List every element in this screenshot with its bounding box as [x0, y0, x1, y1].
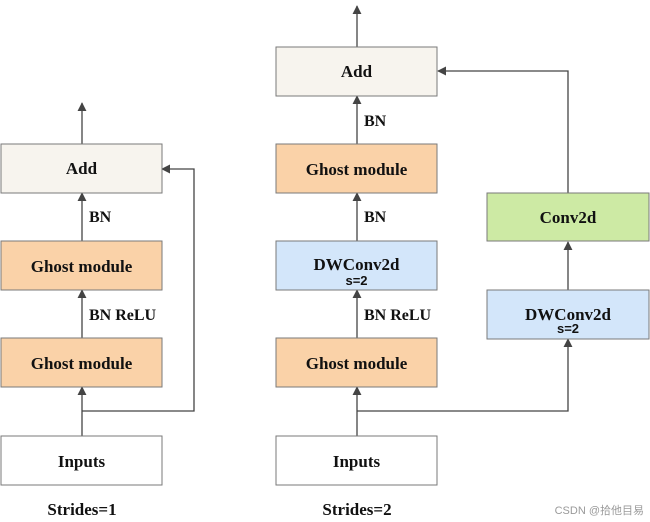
right-add-box: [275, 46, 438, 97]
watermark: CSDN @拾他目易: [555, 503, 644, 517]
left-ghost-module-top: [0, 240, 163, 291]
left-ghost-top-label: Ghost module: [31, 257, 133, 276]
right-branch: Add Ghost module DWConv2d s=2 Ghost modu…: [275, 5, 650, 519]
right-shortcut-dwconv-stride: s=2: [557, 321, 579, 336]
right-shortcut-dwconv-box: [486, 289, 650, 340]
right-dwconv-label: DWConv2d: [314, 255, 401, 274]
right-inputs-box: [275, 435, 438, 486]
left-skip-connection: [82, 164, 195, 412]
left-bn-label: BN: [89, 209, 112, 226]
right-ghost-module-top: [275, 143, 438, 194]
left-bn-relu-label: BN ReLU: [89, 307, 157, 324]
right-shortcut-to-dwconv: [357, 338, 573, 412]
left-branch: Add Ghost module Ghost module Inputs BN …: [0, 102, 195, 519]
left-add-label: Add: [66, 159, 98, 178]
left-add-box: [0, 143, 163, 194]
right-bn-top-label: BN: [364, 113, 387, 130]
right-add-label: Add: [341, 62, 373, 81]
right-arrow-conv-to-add: [437, 66, 569, 193]
right-ghost-module-bottom: [275, 337, 438, 388]
right-ghost-bottom-label: Ghost module: [306, 354, 408, 373]
right-conv2d-label: Conv2d: [540, 208, 597, 227]
left-inputs-box: [0, 435, 163, 486]
right-bn-mid-label: BN: [364, 209, 387, 226]
left-ghost-bottom-label: Ghost module: [31, 354, 133, 373]
left-inputs-label: Inputs: [58, 452, 106, 471]
right-shortcut-dwconv-label: DWConv2d: [525, 305, 612, 324]
right-caption: Strides=2: [322, 500, 391, 519]
right-dwconv-stride: s=2: [345, 273, 367, 288]
right-inputs-label: Inputs: [333, 452, 381, 471]
right-dwconv-box: [275, 240, 438, 291]
right-bn-relu-label: BN ReLU: [364, 307, 432, 324]
left-caption: Strides=1: [47, 500, 116, 519]
right-conv2d-box: [486, 192, 650, 242]
left-ghost-module-bottom: [0, 337, 163, 388]
right-ghost-top-label: Ghost module: [306, 160, 408, 179]
